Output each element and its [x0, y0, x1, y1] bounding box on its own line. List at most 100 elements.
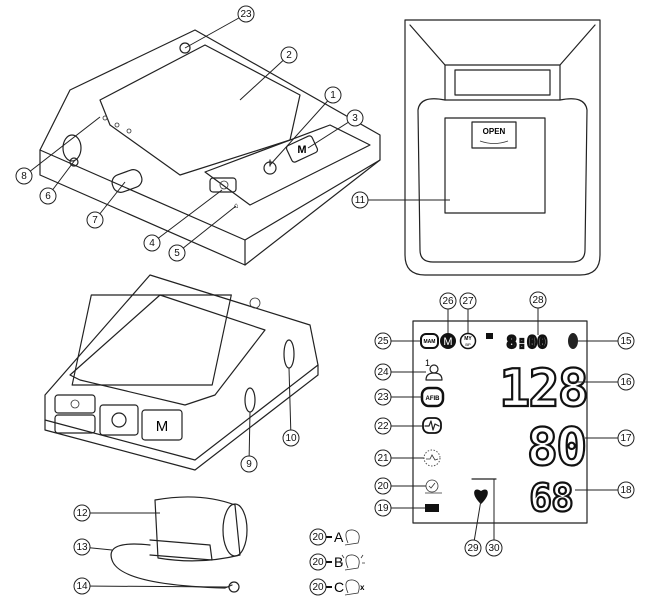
- callout-6: 6: [39, 159, 76, 205]
- svg-text:8: 8: [21, 171, 27, 182]
- cuff-storage-compartment: OPEN: [404, 19, 601, 276]
- callout-14: 14: [73, 577, 230, 595]
- svg-text:2: 2: [286, 50, 292, 61]
- svg-text:MY: MY: [464, 336, 472, 342]
- callout-10: 10: [282, 367, 300, 447]
- calendar-icon: [486, 333, 493, 339]
- svg-text:20: 20: [312, 557, 324, 568]
- svg-text:6: 6: [45, 191, 51, 202]
- svg-text:28: 28: [532, 295, 544, 306]
- svg-text:29: 29: [467, 543, 479, 554]
- svg-text:17: 17: [620, 433, 632, 444]
- svg-text:M: M: [443, 336, 452, 348]
- cuff-check-icon: [425, 479, 442, 494]
- callout-30: 30: [485, 479, 503, 557]
- cuff-icon: [344, 529, 360, 546]
- callout-9: 9: [240, 411, 258, 473]
- svg-text:BP: BP: [465, 342, 471, 347]
- svg-text:25: 25: [377, 336, 389, 347]
- callout-20: 20: [374, 477, 426, 495]
- callout-8: 8: [15, 116, 101, 185]
- heart-icon: [474, 489, 488, 504]
- cuff-illustration: [110, 496, 248, 593]
- time-readout: 8:00: [507, 333, 548, 353]
- callout-11: 11: [351, 191, 450, 209]
- my-bp-icon: [459, 332, 477, 350]
- callout-18: 18: [575, 481, 635, 499]
- svg-text:18: 18: [620, 485, 632, 496]
- battery-icon: [425, 504, 439, 512]
- cuff-fit-a: 20 A: [309, 528, 360, 546]
- callout-2: 2: [239, 46, 298, 101]
- svg-text:22: 22: [377, 421, 389, 432]
- callout-17: 17: [585, 429, 635, 447]
- svg-text:20: 20: [312, 582, 324, 593]
- open-label: OPEN: [483, 127, 506, 136]
- svg-text:12: 12: [76, 508, 88, 519]
- callout-4: 4: [143, 189, 223, 252]
- svg-text:23: 23: [240, 9, 252, 20]
- svg-text:14: 14: [76, 581, 88, 592]
- callout-21: 21: [374, 449, 424, 467]
- callout-28: 28: [529, 291, 547, 335]
- user-icon: [425, 364, 443, 381]
- monitor-top-view: M ⌂: [39, 29, 381, 266]
- svg-text:20: 20: [377, 481, 389, 492]
- callout-12: 12: [73, 504, 160, 522]
- svg-text:21: 21: [377, 453, 389, 464]
- callout-29: 29: [464, 499, 482, 557]
- cuff-fit-b: 20 B: [309, 553, 365, 571]
- svg-text:15: 15: [620, 336, 632, 347]
- svg-text:20: 20: [312, 532, 324, 543]
- callout-3: 3: [307, 109, 364, 149]
- svg-text:26: 26: [442, 296, 454, 307]
- svg-text:M: M: [297, 144, 306, 156]
- diastolic-readout: 80: [527, 418, 586, 478]
- svg-text:9: 9: [246, 459, 252, 470]
- callout-19: 19: [374, 499, 425, 517]
- svg-text:23: 23: [377, 392, 389, 403]
- svg-text:1: 1: [425, 358, 430, 368]
- monitor-side-view: M: [44, 274, 319, 471]
- callout-5: 5: [168, 205, 237, 262]
- svg-text:4: 4: [149, 238, 155, 249]
- callout-7: 7: [86, 181, 126, 229]
- svg-text:C: C: [334, 579, 344, 595]
- svg-text:AFIB: AFIB: [426, 396, 441, 402]
- svg-text:⌂: ⌂: [234, 201, 239, 210]
- svg-text:24: 24: [377, 367, 389, 378]
- callout-23: 23: [374, 388, 422, 406]
- svg-text:1: 1: [330, 90, 336, 101]
- callout-16: 16: [570, 373, 635, 391]
- svg-text:13: 13: [76, 542, 88, 553]
- callout-22: 22: [374, 417, 423, 435]
- svg-text:16: 16: [620, 377, 632, 388]
- svg-text:B: B: [334, 554, 343, 570]
- lcd-display: MAM M MY BP 8:00 1 AFIB 128 80 68: [412, 320, 590, 524]
- callout-25: 25: [374, 332, 421, 350]
- svg-text:30: 30: [488, 543, 500, 554]
- systolic-readout: 128: [499, 359, 587, 419]
- callout-23: 23: [184, 5, 255, 49]
- irregular-heartbeat-icon: [422, 417, 442, 434]
- pulse-readout: 68: [529, 476, 573, 520]
- movement-indicator-icon: [423, 449, 441, 467]
- svg-text:5: 5: [174, 248, 180, 259]
- memory-icon: [440, 333, 456, 349]
- bluetooth-icon: [568, 333, 578, 349]
- callout-13: 13: [73, 538, 113, 556]
- svg-text:M: M: [156, 418, 169, 435]
- svg-text:3: 3: [352, 113, 358, 124]
- callout-1: 1: [269, 86, 342, 166]
- svg-text:10: 10: [285, 433, 297, 444]
- callout-26: 26: [439, 292, 457, 333]
- svg-text:19: 19: [377, 503, 389, 514]
- svg-text:27: 27: [462, 296, 474, 307]
- svg-text:7: 7: [92, 215, 98, 226]
- svg-text:A: A: [334, 529, 344, 545]
- svg-text:x: x: [360, 583, 365, 592]
